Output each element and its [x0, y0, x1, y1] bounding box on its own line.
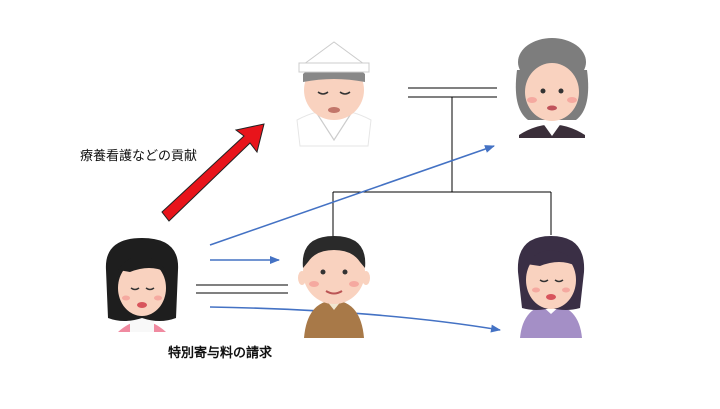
woman-icon — [517, 236, 585, 338]
elderly-woman-icon — [515, 38, 589, 138]
deceased-person-icon — [296, 41, 372, 147]
contribution-arrow — [161, 123, 265, 222]
marriage-line — [408, 87, 497, 98]
woman-curly-hair-icon — [105, 238, 179, 332]
man-icon — [298, 236, 370, 338]
family-tree-lines — [332, 97, 552, 240]
claim-arrow-to-spouse — [209, 145, 495, 246]
contribution-label: 療養看護などの貢献 — [80, 149, 198, 164]
claim-label: 特別寄与料の請求 — [168, 346, 273, 361]
claim-arrows — [209, 145, 501, 333]
spouse-line — [196, 284, 288, 294]
claim-arrow-to-daughter — [209, 306, 501, 333]
